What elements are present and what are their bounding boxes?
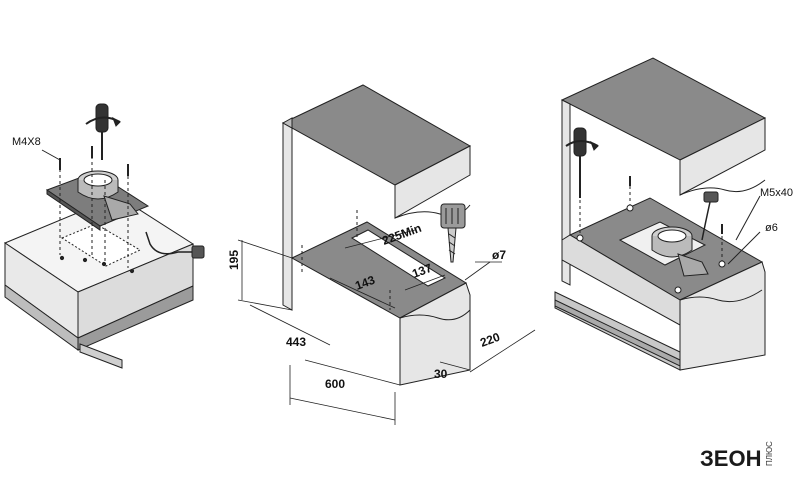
dim-width: 600 <box>325 377 345 391</box>
logo-subtext: ПЛЮС <box>765 441 774 466</box>
dim-hole: ø7 <box>492 248 506 262</box>
screwdriver-icon <box>85 103 121 160</box>
power-cable-icon <box>145 231 205 259</box>
dim-cutout-b: 137 <box>410 261 434 281</box>
logo-text: ЗЕОН <box>700 446 761 471</box>
dim-side: 220 <box>478 330 502 350</box>
dim-depth: 443 <box>286 335 306 349</box>
step1-hood <box>3 103 205 369</box>
dimension-lines <box>237 229 536 425</box>
brand-logo: ЗЕОН ПЛЮС <box>700 441 774 471</box>
screwdriver-icon <box>565 127 599 198</box>
dim-offset: 30 <box>434 367 448 381</box>
plug-size-label: ø6 <box>765 222 778 234</box>
dim-cutout-a: 143 <box>353 273 377 293</box>
step2-cabinet <box>281 84 472 386</box>
dim-height: 195 <box>227 250 241 270</box>
drill-icon <box>440 203 466 263</box>
screw-icon <box>576 176 726 294</box>
screw-label: M4X8 <box>12 136 41 148</box>
step3-installed <box>554 57 767 371</box>
screw-size-label: M5x40 <box>760 187 793 199</box>
power-plug-icon <box>701 191 719 241</box>
